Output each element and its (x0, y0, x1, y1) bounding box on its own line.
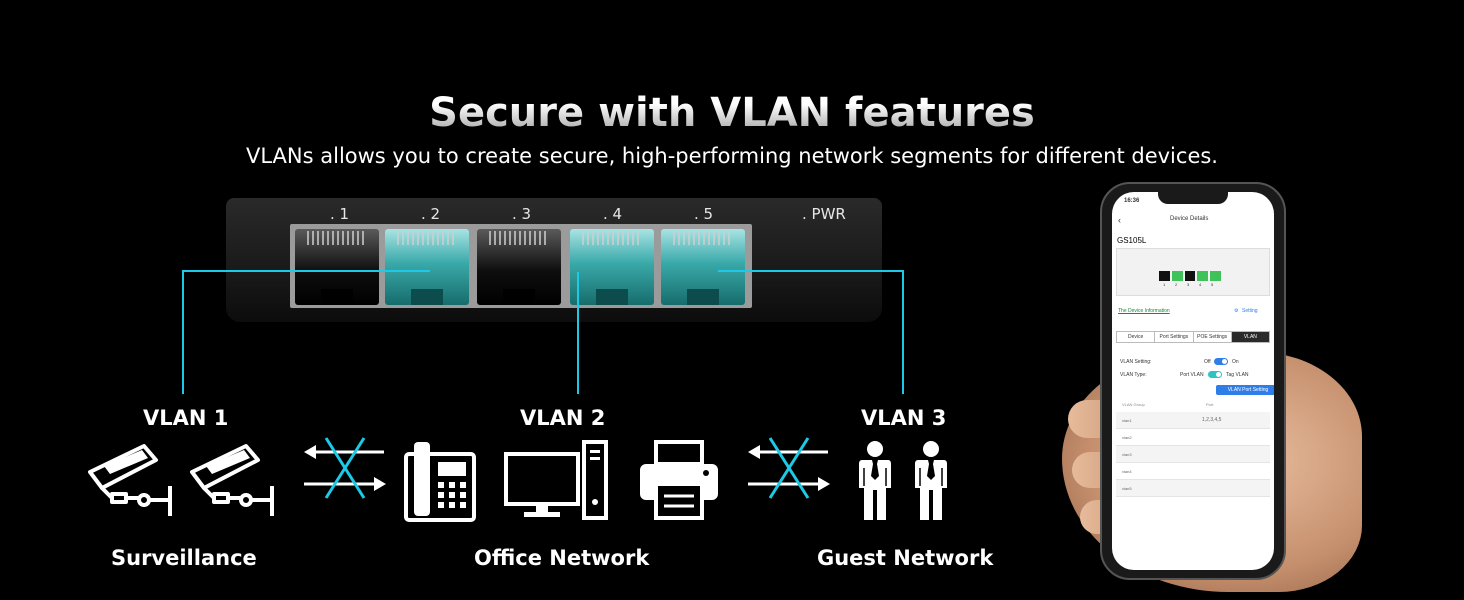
table-row[interactable]: vlan4 (1116, 463, 1270, 480)
port-slot (321, 289, 353, 305)
page-title: Secure with VLAN features (0, 90, 1464, 136)
table-row[interactable]: vlan1 1,2,3,4,5 (1116, 412, 1270, 429)
vlan-port-cell: 1,2,3,4,5 (1202, 417, 1222, 423)
tab-vlan[interactable]: VLAN (1231, 332, 1269, 342)
vlan-group-cell: vlan5 (1122, 486, 1132, 491)
vlan-group-cell: vlan3 (1122, 452, 1132, 457)
table-row[interactable]: vlan5 (1116, 480, 1270, 497)
tab-port-settings[interactable]: Port Settings (1155, 332, 1194, 342)
table-row[interactable]: vlan3 (1116, 446, 1270, 463)
page-subtitle: VLANs allows you to create secure, high-… (246, 144, 1218, 168)
port-pins (307, 231, 367, 245)
vlan-setting-toggle[interactable] (1214, 358, 1228, 365)
gear-icon[interactable]: ⚙ (1234, 308, 1239, 314)
port-slot (503, 289, 535, 305)
table-header-port: Port (1206, 402, 1214, 407)
blocked-arrows-icon (304, 437, 386, 499)
person-icon (859, 441, 891, 520)
port-label-5: . 5 (694, 205, 714, 223)
port-status-1 (1159, 271, 1170, 281)
ethernet-port-3 (477, 229, 561, 305)
port-slot (596, 289, 628, 305)
port-number: 1 (1163, 282, 1166, 287)
vlan3-connector-v (902, 270, 904, 394)
port-status-strip (1159, 271, 1221, 281)
vlan-type-port: Port VLAN (1180, 372, 1204, 378)
group-label-office: Office Network (474, 546, 650, 570)
person-icon (915, 441, 947, 520)
setting-link[interactable]: Setting (1242, 308, 1258, 314)
ethernet-port-4 (570, 229, 654, 305)
vlan-type-toggle[interactable] (1208, 371, 1222, 378)
ethernet-port-1 (295, 229, 379, 305)
device-tabs: Device Port Settings POE Settings VLAN (1116, 331, 1270, 343)
back-icon[interactable]: ‹ (1118, 215, 1121, 225)
vlan-group-cell: vlan4 (1122, 469, 1132, 474)
desktop-computer-icon (504, 440, 608, 520)
vlan-setting-off: Off (1204, 359, 1211, 365)
port-label-2: . 2 (421, 205, 441, 223)
vlan1-connector-v (182, 270, 184, 394)
group-label-guest: Guest Network (817, 546, 994, 570)
port-status-3 (1184, 271, 1196, 281)
tab-device[interactable]: Device (1117, 332, 1156, 342)
port-number: 2 (1175, 282, 1178, 287)
device-name: GS105L (1117, 236, 1147, 245)
port-pins (673, 231, 733, 245)
tab-poe-settings[interactable]: POE Settings (1194, 332, 1232, 342)
vlan-type-label: VLAN Type: (1120, 372, 1147, 378)
port-label-3: . 3 (512, 205, 532, 223)
vlan-port-setting-button[interactable]: VLAN Port Setting (1216, 385, 1274, 395)
port-pins (489, 231, 549, 245)
port-pins (582, 231, 642, 245)
port-status-4 (1197, 271, 1209, 281)
vlan2-connector-v (577, 272, 579, 394)
vlan1-label: VLAN 1 (143, 406, 229, 430)
security-camera-icon (88, 444, 172, 516)
vlan-group-cell: vlan1 (1122, 418, 1132, 423)
group-label-surveillance: Surveillance (111, 546, 257, 570)
vlan3-label: VLAN 3 (861, 406, 947, 430)
port-number: 4 (1199, 282, 1202, 287)
device-illustration: 1 2 3 4 5 (1116, 248, 1270, 296)
ethernet-port-2 (385, 229, 469, 305)
port-slot (687, 289, 719, 305)
port-number: 5 (1211, 282, 1214, 287)
vlan2-label: VLAN 2 (520, 406, 606, 430)
ethernet-port-5 (661, 229, 745, 305)
printer-icon (640, 440, 718, 520)
phone-screen: 16:36 ‹ Device Details GS105L 1 2 3 4 5 … (1112, 192, 1274, 570)
vlan1-connector-h (182, 270, 430, 272)
power-label: . PWR (802, 205, 846, 223)
port-number: 3 (1187, 282, 1190, 287)
vlan-group-cell: vlan2 (1122, 435, 1132, 440)
vlan3-connector-h (718, 270, 904, 272)
port-status-2 (1171, 271, 1183, 281)
port-label-4: . 4 (603, 205, 623, 223)
nav-title: Device Details (1170, 216, 1209, 222)
desk-phone-icon (404, 442, 476, 522)
table-header-group: VLAN Group (1122, 402, 1145, 407)
security-camera-icon (190, 444, 274, 516)
device-information-link[interactable]: The Device Information (1118, 308, 1170, 314)
blocked-arrows-icon (748, 437, 830, 499)
port-slot (411, 289, 443, 305)
phone-notch (1158, 192, 1228, 204)
status-time: 16:36 (1124, 198, 1140, 204)
vlan-setting-on: On (1232, 359, 1239, 365)
port-pins (397, 231, 457, 245)
vlan-setting-label: VLAN Setting: (1120, 359, 1152, 365)
port-status-5 (1210, 271, 1221, 281)
port-label-1: . 1 (330, 205, 350, 223)
vlan-type-tag: Tag VLAN (1226, 372, 1249, 378)
table-row[interactable]: vlan2 (1116, 429, 1270, 446)
